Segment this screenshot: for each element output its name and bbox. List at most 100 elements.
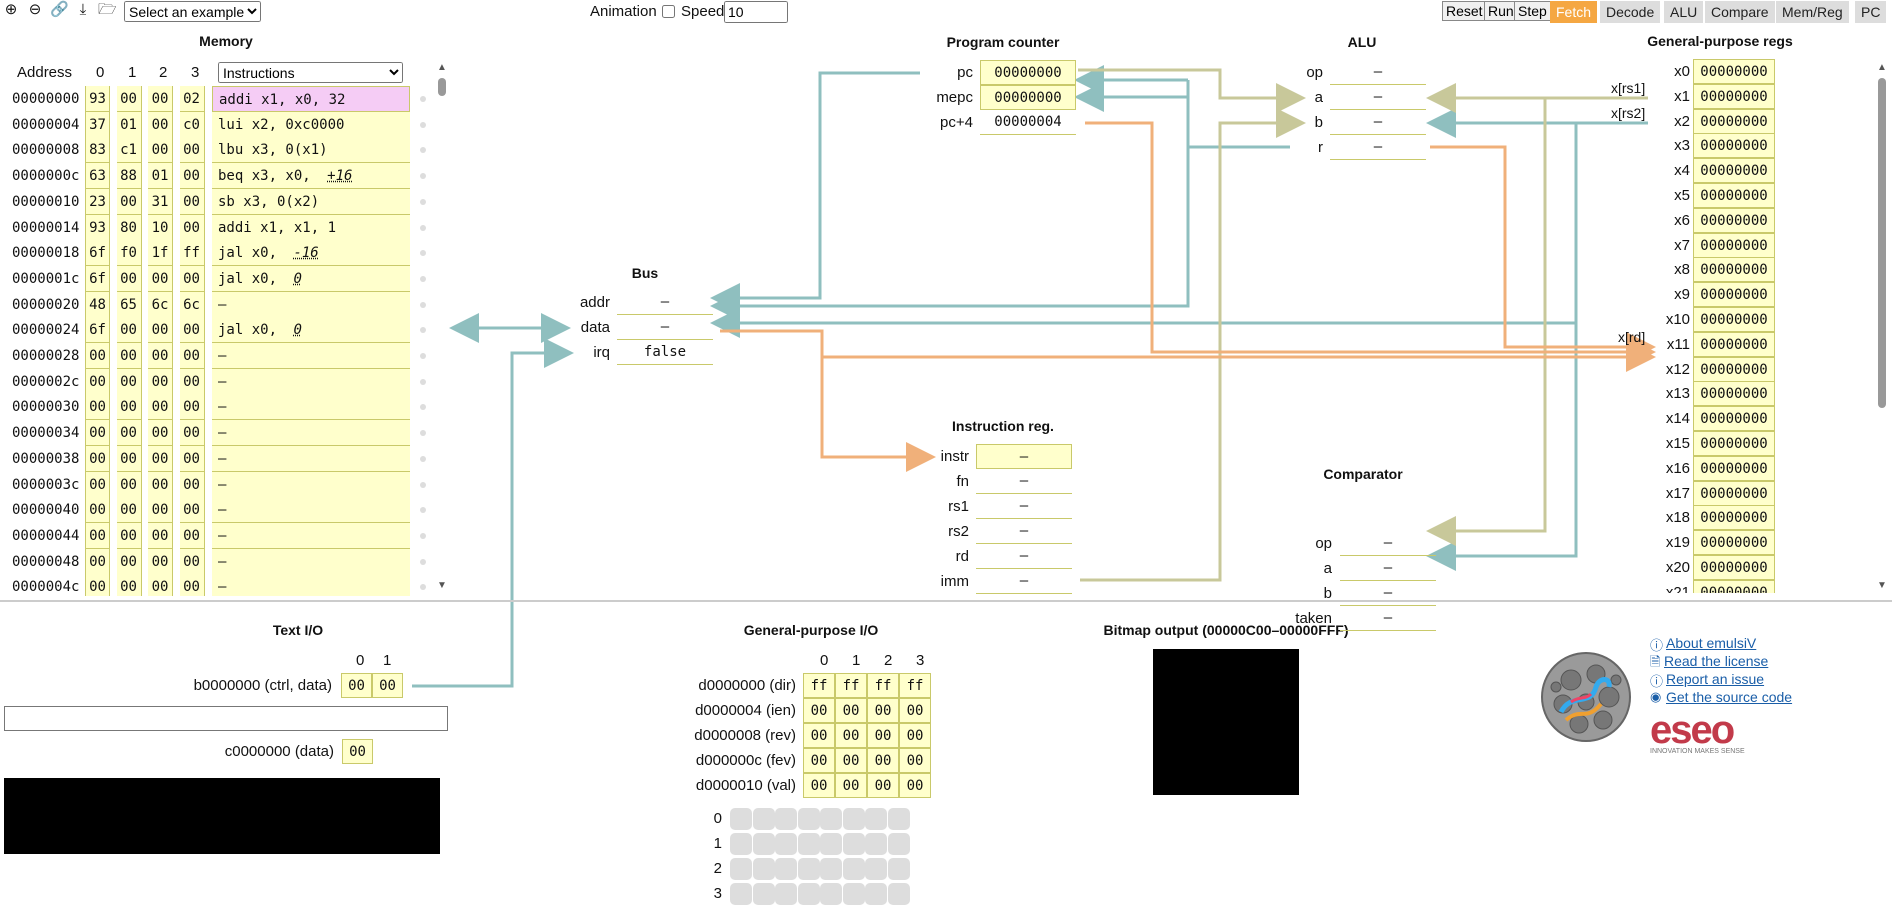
- gpio-led[interactable]: [797, 808, 820, 830]
- breakpoint-dot[interactable]: [420, 353, 426, 359]
- register-value[interactable]: 00000000: [1693, 356, 1775, 382]
- memory-byte[interactable]: 88: [116, 163, 142, 190]
- memory-view-select[interactable]: Instructions: [218, 62, 403, 83]
- gpio-led[interactable]: [775, 883, 797, 905]
- textio-output-byte[interactable]: 00: [342, 739, 373, 764]
- gpio-led[interactable]: [775, 833, 797, 855]
- gpio-byte[interactable]: 00: [899, 698, 931, 723]
- register-value[interactable]: 00000000: [1693, 505, 1775, 531]
- memory-byte[interactable]: 65: [116, 291, 142, 318]
- memory-byte[interactable]: 00: [179, 574, 205, 596]
- memory-byte[interactable]: 00: [148, 471, 173, 498]
- memory-byte[interactable]: 00: [116, 86, 142, 112]
- memory-byte[interactable]: 6c: [148, 291, 173, 318]
- scroll-up-icon[interactable]: ▲: [1877, 62, 1887, 73]
- memory-byte[interactable]: 00: [116, 548, 142, 575]
- memory-byte[interactable]: 00: [116, 420, 142, 447]
- memory-byte[interactable]: 00: [85, 497, 110, 524]
- memory-byte[interactable]: 00: [85, 368, 110, 395]
- scroll-thumb[interactable]: [1878, 78, 1886, 408]
- reset-button[interactable]: Reset: [1442, 1, 1487, 21]
- register-value[interactable]: 00000000: [1693, 431, 1775, 456]
- gpio-byte[interactable]: 00: [899, 773, 931, 798]
- memory-byte[interactable]: 00: [85, 394, 110, 421]
- register-value[interactable]: 00000000: [1693, 406, 1775, 432]
- memory-byte[interactable]: 00: [148, 265, 173, 292]
- gpio-led[interactable]: [887, 833, 910, 855]
- memory-byte[interactable]: 23: [85, 188, 110, 215]
- register-value[interactable]: 00000000: [1693, 530, 1775, 556]
- tab-fetch[interactable]: Fetch: [1550, 1, 1598, 23]
- download-icon[interactable]: ⤓: [79, 1, 87, 18]
- gpio-byte[interactable]: 00: [835, 748, 867, 773]
- gpio-led[interactable]: [865, 808, 887, 830]
- gpio-byte[interactable]: ff: [835, 673, 867, 698]
- memory-byte[interactable]: 93: [85, 86, 110, 112]
- memory-byte[interactable]: 00: [148, 548, 173, 575]
- breakpoint-dot[interactable]: [420, 584, 426, 591]
- gpio-led[interactable]: [775, 858, 797, 880]
- register-value[interactable]: 00000000: [1693, 183, 1775, 208]
- register-value[interactable]: 00000000: [1693, 133, 1775, 159]
- gpio-led[interactable]: [797, 858, 820, 880]
- memory-byte[interactable]: 00: [85, 574, 110, 596]
- register-value[interactable]: 00000000: [1693, 331, 1775, 357]
- memory-byte[interactable]: 00: [148, 317, 173, 344]
- memory-byte[interactable]: 37: [85, 111, 110, 138]
- gpio-byte[interactable]: 00: [867, 723, 899, 748]
- gpio-byte[interactable]: 00: [835, 723, 867, 748]
- gpio-byte[interactable]: 00: [803, 773, 835, 798]
- gpio-led[interactable]: [887, 808, 910, 830]
- memory-byte[interactable]: 00: [85, 522, 110, 549]
- memory-byte[interactable]: 00: [179, 522, 205, 549]
- memory-byte[interactable]: 00: [179, 343, 205, 369]
- scroll-thumb[interactable]: [438, 78, 446, 96]
- register-value[interactable]: 00000000: [1693, 158, 1775, 184]
- gpio-byte[interactable]: 00: [867, 698, 899, 723]
- register-value[interactable]: 00000000: [1693, 381, 1775, 407]
- gpio-led[interactable]: [730, 833, 752, 855]
- scroll-down-icon[interactable]: ▼: [1877, 580, 1887, 591]
- register-value[interactable]: 00000000: [1693, 207, 1775, 233]
- example-select[interactable]: Select an example: [124, 1, 261, 22]
- gpio-led[interactable]: [842, 883, 865, 905]
- breakpoint-dot[interactable]: [420, 121, 426, 128]
- breakpoint-dot[interactable]: [420, 430, 426, 437]
- text-input[interactable]: [4, 706, 448, 731]
- memory-byte[interactable]: 31: [148, 188, 173, 215]
- tab-mem-reg[interactable]: Mem/Reg: [1776, 1, 1849, 23]
- gpio-byte[interactable]: ff: [899, 673, 931, 698]
- memory-byte[interactable]: 00: [179, 163, 205, 190]
- tab-pc[interactable]: PC: [1855, 1, 1887, 23]
- memory-byte[interactable]: 01: [148, 163, 173, 190]
- gpio-led[interactable]: [842, 833, 865, 855]
- memory-byte[interactable]: 01: [116, 111, 142, 138]
- memory-byte[interactable]: 00: [179, 497, 205, 524]
- memory-byte[interactable]: 00: [179, 420, 205, 447]
- memory-byte[interactable]: 00: [116, 394, 142, 421]
- gpio-led[interactable]: [865, 833, 887, 855]
- memory-byte[interactable]: 00: [148, 111, 173, 138]
- gpio-led[interactable]: [865, 883, 887, 905]
- gpio-byte[interactable]: 00: [867, 748, 899, 773]
- run-button[interactable]: Run: [1484, 1, 1518, 21]
- memory-byte[interactable]: c0: [179, 111, 205, 138]
- memory-byte[interactable]: 00: [179, 394, 205, 421]
- register-value[interactable]: 00000000: [1693, 579, 1775, 593]
- gpio-byte[interactable]: ff: [867, 673, 899, 698]
- memory-byte[interactable]: 1f: [148, 240, 173, 267]
- memory-byte[interactable]: 02: [179, 86, 205, 112]
- register-value[interactable]: 00000000: [1693, 455, 1775, 481]
- memory-byte[interactable]: 83: [85, 137, 110, 164]
- breakpoint-dot[interactable]: [420, 198, 426, 205]
- memory-byte[interactable]: 00: [116, 265, 142, 292]
- memory-byte[interactable]: 00: [116, 497, 142, 524]
- register-value[interactable]: 00000000: [1693, 555, 1775, 580]
- memory-byte[interactable]: 00: [116, 445, 142, 472]
- memory-byte[interactable]: 00: [179, 445, 205, 472]
- breakpoint-dot[interactable]: [420, 147, 426, 154]
- memory-byte[interactable]: 00: [85, 343, 110, 369]
- gpio-led[interactable]: [887, 883, 910, 905]
- gpio-led[interactable]: [730, 808, 752, 830]
- memory-byte[interactable]: 00: [179, 265, 205, 292]
